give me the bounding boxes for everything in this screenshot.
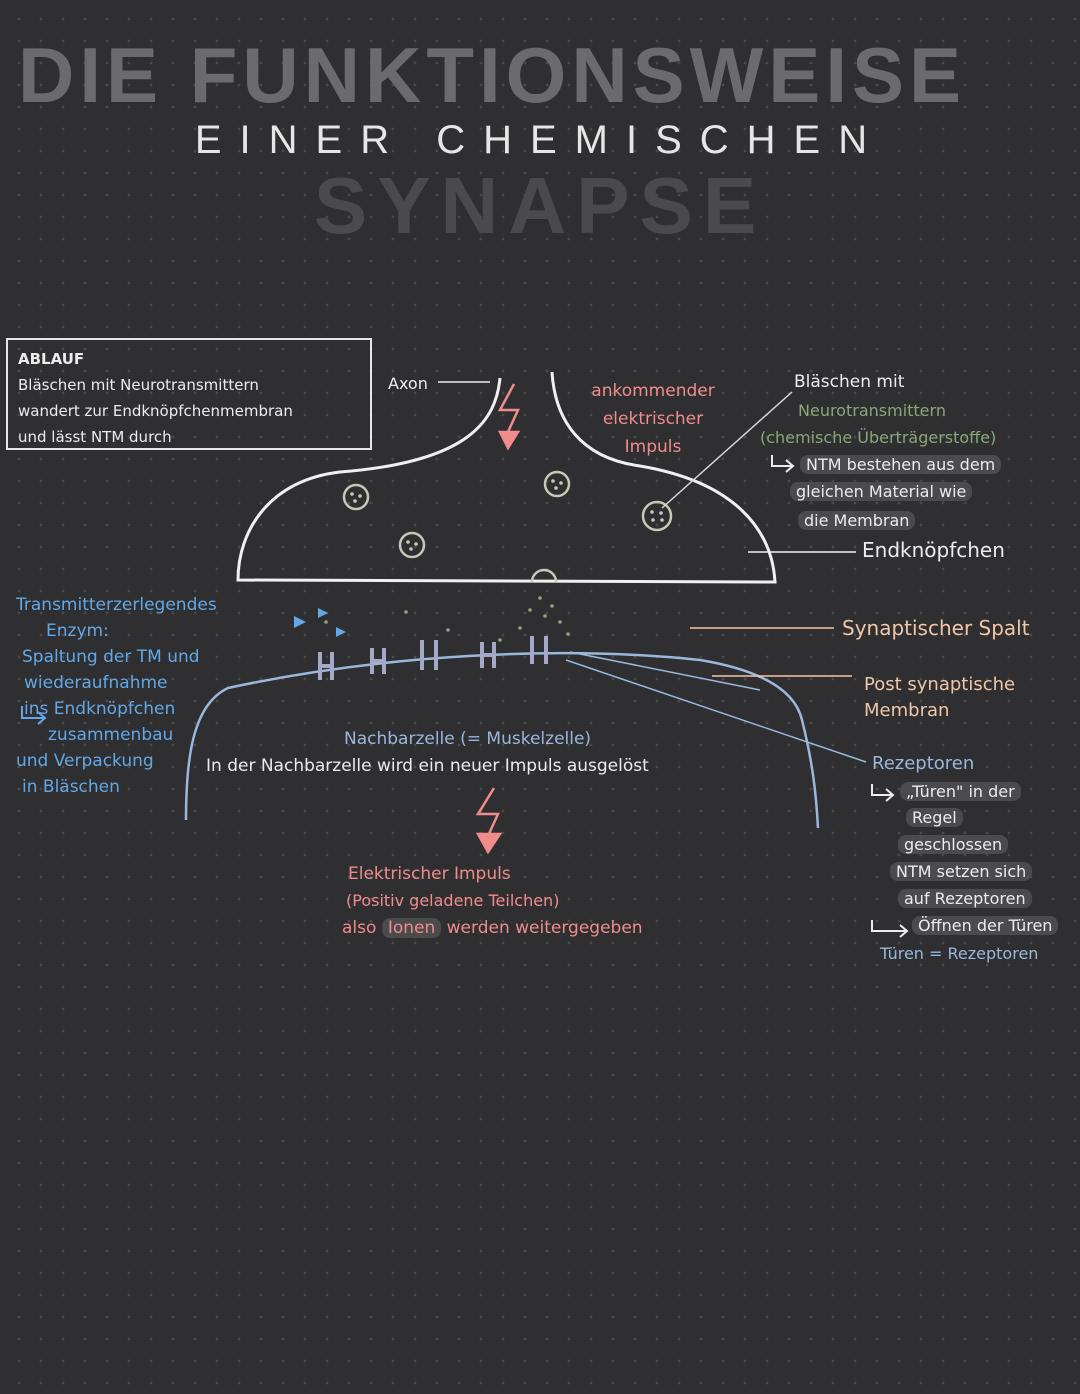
endknoepfchen-label: Endknöpfchen (862, 538, 1005, 562)
page-subtitle: EINER CHEMISCHEN (194, 118, 886, 162)
receptor (420, 640, 438, 670)
blaeschen-note-text: NTM bestehen aus dem (800, 455, 1002, 474)
enzym-line: wiederaufnahme (24, 673, 168, 693)
enzym-line: Enzym: (46, 621, 109, 641)
elektrisch-title: Elektrischer Impuls (348, 864, 511, 884)
enzym-line: in Bläschen (22, 777, 120, 797)
enzym-line: ins Endknöpfchen (24, 699, 176, 719)
ablauf-line: und lässt NTM durch (18, 428, 172, 446)
ablauf-heading: ABLAUF (18, 350, 85, 368)
enzyme-arrow-icon (21, 706, 47, 725)
blaeschen-note-text: die Membran (798, 511, 916, 530)
post-label: Post synaptische Membran (864, 672, 1015, 724)
page-title-synapse: SYNAPSE (313, 161, 767, 250)
rezeptoren-line: „Türen" in der (900, 782, 1021, 801)
elektrisch-post: werden weitergegeben (446, 918, 643, 938)
axon-terminal-outline (236, 371, 777, 584)
vesicle (342, 483, 370, 511)
postsynaptic-membrane (184, 651, 820, 829)
rezeptoren-title: Rezeptoren (872, 753, 975, 774)
ablauf-box: ABLAUF Bläschen mit Neurotransmittern wa… (6, 338, 372, 450)
page-title: DIE FUNKTIONSWEISE (18, 31, 967, 119)
rezeptor-arrow-icon (871, 784, 895, 802)
enzyme-markers (294, 608, 346, 637)
post-line: Membran (864, 700, 950, 721)
elektrisch-pre: also (342, 918, 377, 938)
rezeptoren-line-text: „Türen" in der (900, 782, 1021, 801)
impulse-bolt-top (497, 383, 521, 451)
post-line: Post synaptische (864, 674, 1016, 695)
receptor (370, 648, 386, 674)
rezeptoren-line-text: NTM setzen sich (890, 862, 1033, 881)
rezeptoren-line: auf Rezeptoren (898, 889, 1032, 908)
rezeptor-arrow-icon-2 (871, 920, 909, 938)
impulse-label: ankommender elektrischer Impuls (572, 377, 734, 461)
rezeptoren-line: Öffnen der Türen (912, 916, 1059, 935)
enzym-label: Transmitterzerlegendes Enzym: Spaltung d… (16, 592, 217, 800)
enzym-line: Spaltung der TM und (22, 647, 200, 667)
rezeptoren-line: geschlossen (898, 835, 1009, 854)
vesicle (543, 470, 571, 498)
ablauf-line: Bläschen mit Neurotransmittern (18, 376, 259, 394)
ablauf-line: wandert zur Endknöpfchenmembran (18, 402, 293, 420)
blaeschen-chem-label: (chemische Überträgerstoffe) (760, 428, 997, 447)
rezeptoren-line: Türen = Rezeptoren (880, 944, 1039, 963)
receptor (480, 642, 496, 668)
rezeptoren-line-text: Regel (906, 808, 963, 827)
vesicle (641, 500, 673, 532)
axon-label: Axon (388, 374, 428, 393)
blaeschen-arrow-icon (771, 455, 795, 473)
blaeschen-note: gleichen Material wie (790, 482, 973, 501)
rezeptoren-line-text: auf Rezeptoren (898, 889, 1032, 908)
vesicle (398, 531, 426, 559)
receptor (530, 636, 548, 664)
rezeptoren-line-text: Öffnen der Türen (912, 916, 1059, 935)
nachbar-impulse-label: In der Nachbarzelle wird ein neuer Impul… (206, 756, 649, 776)
blaeschen-note: NTM bestehen aus dem (800, 455, 1002, 474)
impulse-bolt-bottom (475, 787, 503, 855)
blaeschen-pointer-line (661, 391, 793, 509)
blaeschen-note-text: gleichen Material wie (790, 482, 973, 501)
blaeschen-ntm-label: Neurotransmittern (798, 401, 946, 420)
enzym-line: zusammenbau (48, 725, 174, 745)
impulse-line: Impuls (624, 437, 682, 457)
rezeptoren-line: NTM setzen sich (890, 862, 1033, 881)
enzym-line: und Verpackung (16, 751, 154, 771)
rezeptoren-line-text: geschlossen (898, 835, 1009, 854)
impulse-line: ankommender (591, 381, 715, 401)
receptor (318, 652, 334, 680)
rezeptoren-line: Regel (906, 808, 963, 827)
blaeschen-note: die Membran (798, 511, 916, 530)
enzym-line: Transmitterzerlegendes (16, 595, 217, 615)
impulse-line: elektrischer (602, 409, 704, 429)
rezeptor-pointer-line-2 (569, 651, 761, 691)
vesicles (342, 470, 673, 583)
receptors (318, 636, 548, 680)
rezeptor-pointer-line-1 (565, 659, 867, 763)
vesicle-fusing (530, 568, 558, 583)
vesicle-dots (350, 479, 664, 551)
spalt-label: Synaptischer Spalt (842, 616, 1030, 640)
elektrisch-ionen: also Ionen werden weitergegeben (342, 918, 643, 938)
blaeschen-label: Bläschen mit (794, 372, 905, 392)
ionen-highlight: Ionen (381, 918, 442, 938)
nachbar-label: Nachbarzelle (= Muskelzelle) (344, 729, 592, 749)
neurotransmitter-dots (324, 596, 570, 642)
elektrisch-sub: (Positiv geladene Teilchen) (346, 891, 560, 910)
